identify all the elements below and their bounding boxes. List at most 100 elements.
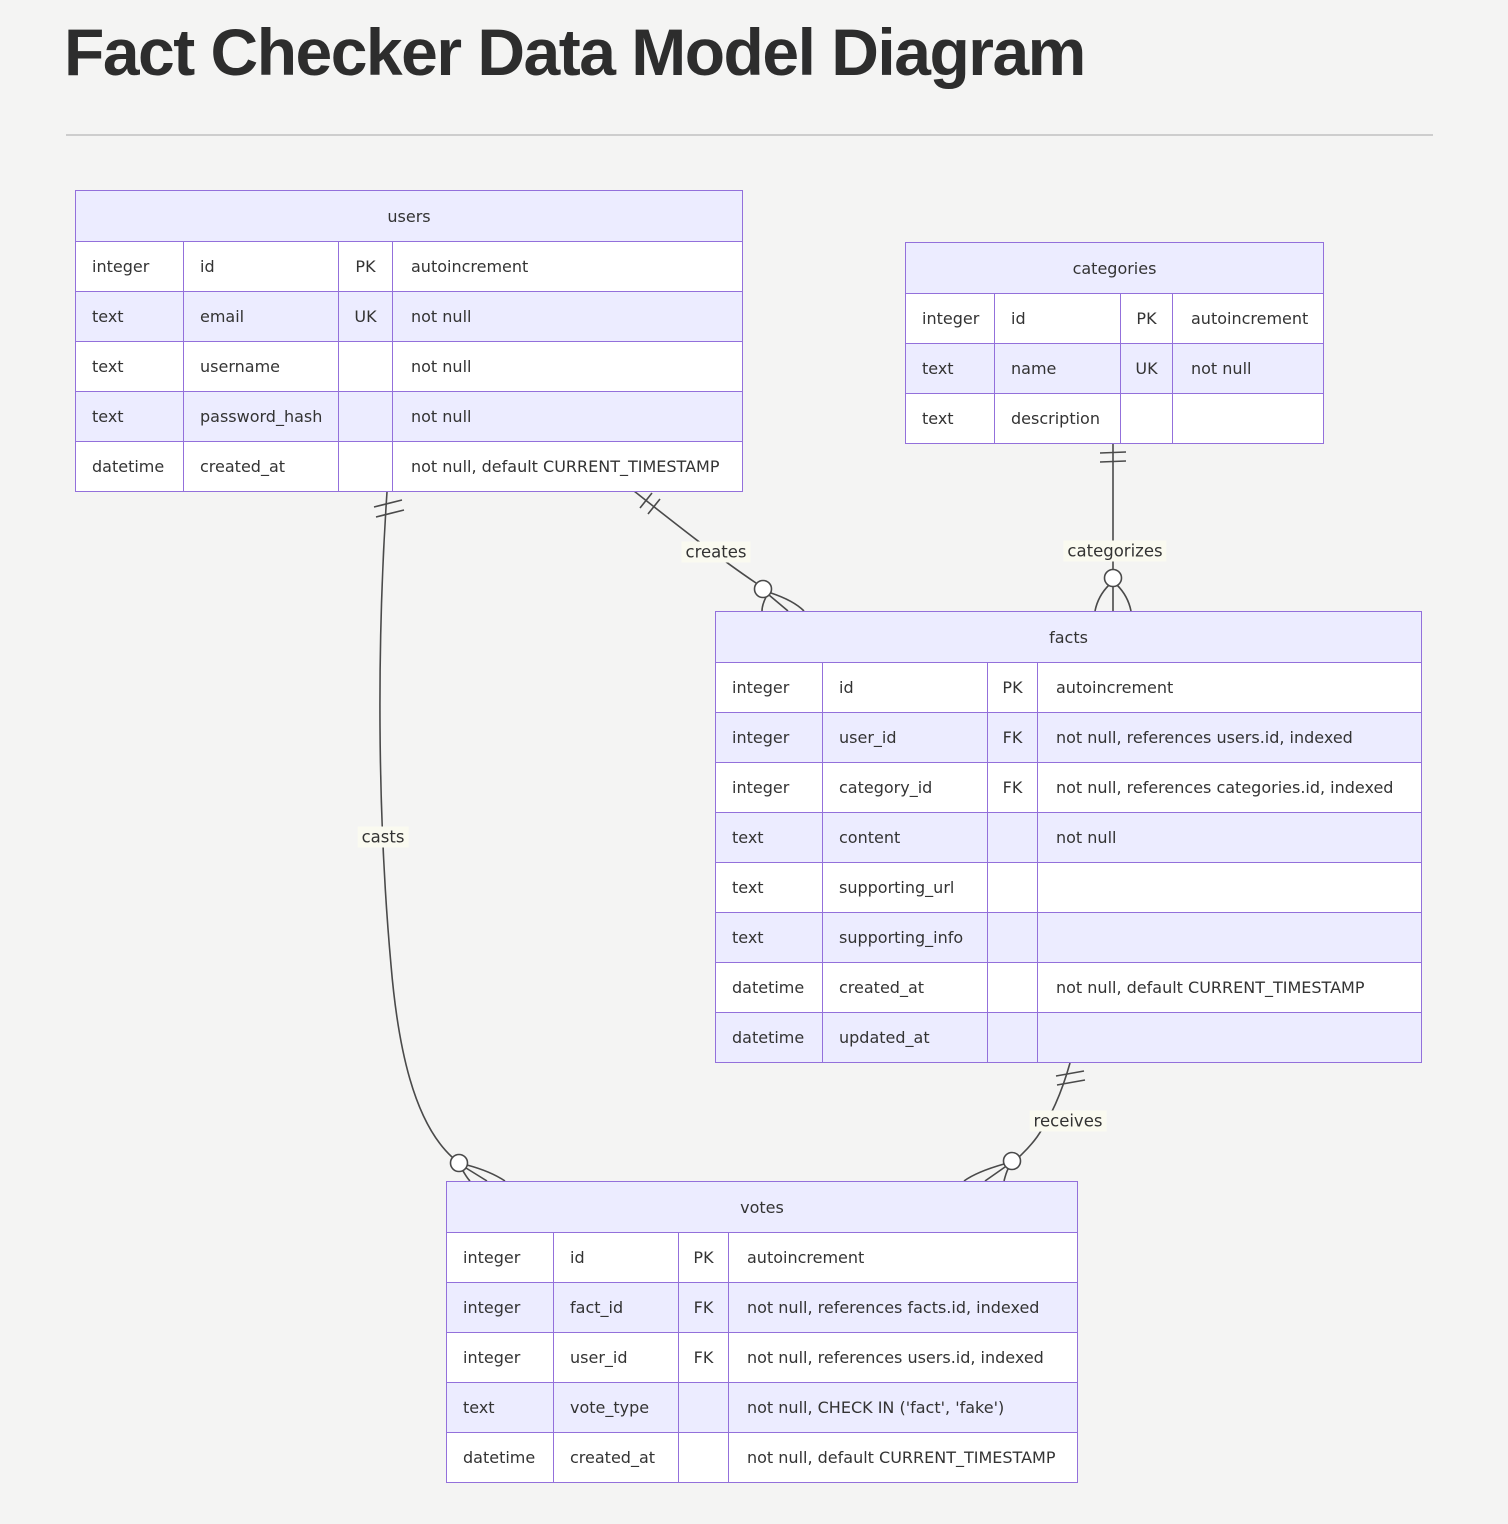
facts-attr-user_id-name: user_id [823, 713, 988, 763]
votes-attr-user_id-comment: not null, references users.id, indexed [729, 1333, 1078, 1383]
facts-attr-supporting_url-comment [1038, 863, 1422, 913]
facts-attr-content-key [988, 813, 1038, 863]
facts-table-title: facts [716, 612, 1422, 663]
votes-attr-id-type: integer [447, 1233, 554, 1283]
users-attr-username-name: username [184, 342, 339, 392]
facts-attr-supporting_info-type: text [716, 913, 823, 963]
categories-attr-id-comment: autoincrement [1173, 294, 1324, 344]
facts-attr-content-comment: not null [1038, 813, 1422, 863]
facts-attr-id-comment: autoincrement [1038, 663, 1422, 713]
facts-attr-user_id-type: integer [716, 713, 823, 763]
facts-attr-supporting_url-key [988, 863, 1038, 913]
votes-attr-created_at-key [679, 1433, 729, 1483]
users-attr-id-type: integer [76, 242, 184, 292]
facts-attr-content-type: text [716, 813, 823, 863]
users-attr-created_at-name: created_at [184, 442, 339, 492]
relationship-receives [963, 1062, 1086, 1182]
facts-attr-updated_at-name: updated_at [823, 1013, 988, 1063]
categories-attr-description-name: description [995, 394, 1121, 444]
users-table-title: users [76, 191, 743, 242]
cardinality-zero-or-many-marker [449, 1153, 469, 1173]
facts-attr-updated_at-comment [1038, 1013, 1422, 1063]
facts-attr-supporting_url-type: text [716, 863, 823, 913]
users-attr-id-comment: autoincrement [393, 242, 743, 292]
users-attr-email-key: UK [339, 292, 393, 342]
votes-attr-id-key: PK [679, 1233, 729, 1283]
cardinality-zero-or-many-marker [1002, 1151, 1022, 1171]
facts-attr-content-name: content [823, 813, 988, 863]
users-attr-username-comment: not null [393, 342, 743, 392]
facts-attr-user_id-comment: not null, references users.id, indexed [1038, 713, 1422, 763]
users-attr-id-name: id [184, 242, 339, 292]
votes-attr-vote_type-comment: not null, CHECK IN ('fact', 'fake') [729, 1383, 1078, 1433]
votes-attr-id-name: id [554, 1233, 679, 1283]
cardinality-exactly-one-marker [373, 499, 405, 518]
users-attr-id-key: PK [339, 242, 393, 292]
users-attr-email-type: text [76, 292, 184, 342]
users-attr-username-type: text [76, 342, 184, 392]
facts-attr-user_id-key: FK [988, 713, 1038, 763]
categories-attr-id-key: PK [1121, 294, 1173, 344]
cardinality-zero-or-many-marker [1103, 568, 1123, 588]
facts-attr-supporting_info-comment [1038, 913, 1422, 963]
crow-foot [462, 1164, 506, 1182]
relationship-casts [373, 491, 506, 1182]
page-title: Fact Checker Data Model Diagram [64, 15, 1086, 89]
users-attr-created_at-comment: not null, default CURRENT_TIMESTAMP [393, 442, 743, 492]
users-attr-created_at-key [339, 442, 393, 492]
votes-attr-created_at-type: datetime [447, 1433, 554, 1483]
votes-attr-user_id-key: FK [679, 1333, 729, 1383]
facts-attr-updated_at-type: datetime [716, 1013, 823, 1063]
votes-attr-fact_id-type: integer [447, 1283, 554, 1333]
relationship-categorizes [1094, 443, 1132, 612]
facts-attr-created_at-type: datetime [716, 963, 823, 1013]
crow-foot [1094, 584, 1132, 612]
facts-attr-supporting_url-name: supporting_url [823, 863, 988, 913]
relationship-label-casts: casts [357, 826, 409, 848]
votes-attr-id-comment: autoincrement [729, 1233, 1078, 1283]
categories-attr-description-type: text [906, 394, 995, 444]
votes-attr-user_id-name: user_id [554, 1333, 679, 1383]
users-attr-email-name: email [184, 292, 339, 342]
facts-attr-updated_at-key [988, 1013, 1038, 1063]
facts-attr-created_at-name: created_at [823, 963, 988, 1013]
votes-attr-created_at-comment: not null, default CURRENT_TIMESTAMP [729, 1433, 1078, 1483]
votes-attr-fact_id-key: FK [679, 1283, 729, 1333]
categories-table-title: categories [906, 243, 1324, 294]
cardinality-zero-or-many-marker [753, 579, 773, 599]
facts-attr-created_at-key [988, 963, 1038, 1013]
facts-attr-created_at-comment: not null, default CURRENT_TIMESTAMP [1038, 963, 1422, 1013]
votes-attr-vote_type-name: vote_type [554, 1383, 679, 1433]
relationship-label-receives: receives [1029, 1110, 1107, 1132]
cardinality-exactly-one-marker [639, 492, 661, 515]
facts-attr-category_id-key: FK [988, 763, 1038, 813]
votes-table-title: votes [447, 1182, 1078, 1233]
categories-attr-name-name: name [995, 344, 1121, 394]
cardinality-exactly-one-marker [1099, 451, 1127, 463]
categories-attr-description-comment [1173, 394, 1324, 444]
facts-attr-id-type: integer [716, 663, 823, 713]
users-attr-password_hash-comment: not null [393, 392, 743, 442]
users-attr-created_at-type: datetime [76, 442, 184, 492]
relationship-label-categorizes: categorizes [1063, 540, 1167, 562]
facts-attr-category_id-type: integer [716, 763, 823, 813]
categories-attr-name-type: text [906, 344, 995, 394]
relationship-creates [633, 490, 805, 612]
crow-foot [761, 592, 805, 612]
categories-attr-name-key: UK [1121, 344, 1173, 394]
users-attr-email-comment: not null [393, 292, 743, 342]
users-attr-password_hash-name: password_hash [184, 392, 339, 442]
cardinality-exactly-one-marker [1055, 1070, 1086, 1086]
facts-attr-category_id-name: category_id [823, 763, 988, 813]
facts-attr-supporting_info-name: supporting_info [823, 913, 988, 963]
categories-attr-description-key [1121, 394, 1173, 444]
crow-foot [963, 1163, 1009, 1182]
facts-attr-category_id-comment: not null, references categories.id, inde… [1038, 763, 1422, 813]
categories-attr-name-comment: not null [1173, 344, 1324, 394]
